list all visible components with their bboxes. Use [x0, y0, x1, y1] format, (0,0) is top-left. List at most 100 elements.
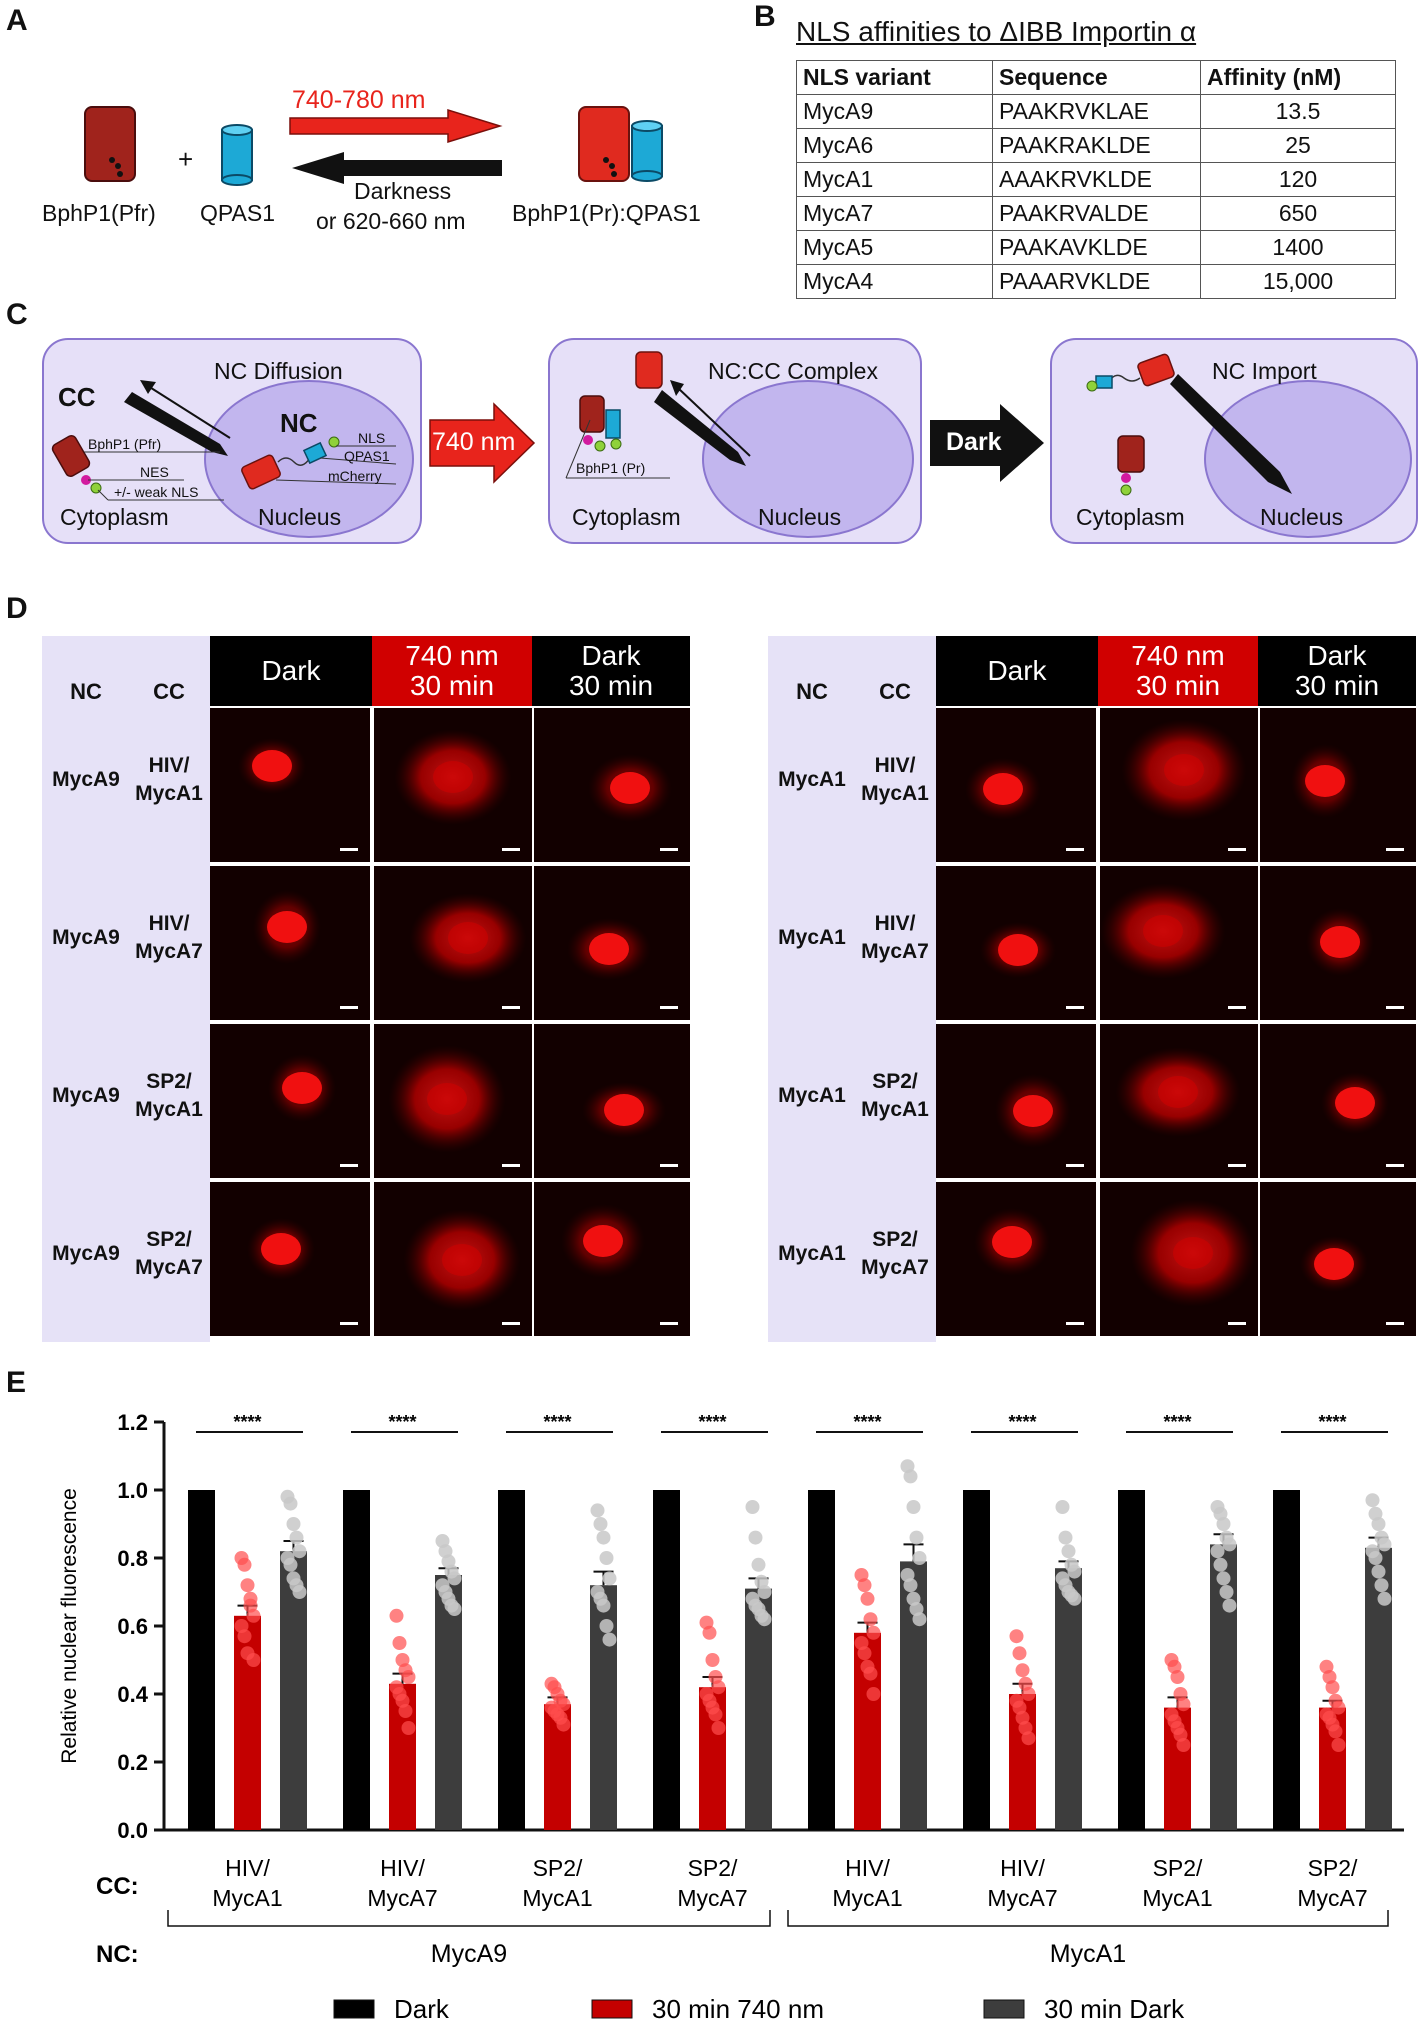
header-dark: Dark	[210, 636, 372, 706]
forward-arrow-icon	[289, 108, 503, 144]
data-point-dark30	[289, 1530, 304, 1545]
category-label-line1: HIV/	[1000, 1855, 1045, 1881]
data-point-740nm	[237, 1629, 252, 1644]
data-point-740nm	[705, 1653, 720, 1667]
header-740-line1: 740 nm	[1131, 640, 1225, 671]
bar-dark	[1118, 1490, 1145, 1830]
microscopy-image	[1100, 1024, 1258, 1178]
data-point-dark30	[590, 1503, 605, 1518]
row-nc-label: MycA9	[52, 1242, 120, 1265]
legend-swatch	[983, 1999, 1025, 2019]
row-cc-label: SP2/MycA1	[128, 1068, 210, 1124]
category-label-line2: MycA7	[987, 1885, 1057, 1911]
data-point-740nm	[708, 1707, 723, 1722]
y-axis-label: Relative nuclear fluorescence	[58, 1488, 81, 1763]
y-tick-label: 0.4	[117, 1682, 148, 1707]
data-point-740nm	[1176, 1738, 1191, 1752]
significance-stars: ****	[853, 1412, 881, 1432]
y-tick-label: 0.0	[117, 1818, 148, 1843]
data-point-dark30	[1377, 1591, 1392, 1606]
category-label-line2: MycA1	[1142, 1885, 1212, 1911]
row-cc-line2: MycA7	[861, 940, 929, 963]
cell-variant: MycA5	[796, 230, 993, 265]
bphp1-pr-shape	[578, 106, 630, 182]
header-dark30-line2: 30 min	[568, 670, 654, 701]
row-cc-label: HIV/MycA7	[854, 910, 936, 966]
nc-group-label: MycA9	[431, 1940, 507, 1968]
significance-stars: ****	[543, 1412, 571, 1432]
nes-label: NES	[140, 464, 169, 480]
microscopy-image	[534, 708, 690, 862]
row-cc-line2: MycA7	[135, 940, 203, 963]
cc-axis-label: CC:	[96, 1873, 139, 1900]
cell-diagram-complex: NC:CC Complex BphP1 (Pr) Cytoplasm Nucle…	[548, 338, 922, 544]
row-cc-line2: MycA1	[861, 782, 929, 805]
data-point-dark30	[1058, 1530, 1073, 1545]
data-point-dark30	[1368, 1551, 1383, 1565]
chromophore-icon	[109, 157, 123, 177]
row-cc-line1: SP2/	[146, 1070, 192, 1093]
cell-sequence: PAAKRAKLDE	[992, 128, 1201, 163]
header-nls-variant: NLS variant	[796, 60, 993, 95]
significance-stars: ****	[233, 1412, 261, 1432]
data-point-740nm	[1331, 1700, 1346, 1715]
y-tick-label: 0.8	[117, 1546, 148, 1571]
data-point-740nm	[702, 1625, 717, 1640]
bphp1-pr-small-label: BphP1 (Pr)	[576, 460, 646, 476]
microscopy-image	[936, 708, 1096, 862]
data-point-740nm	[1328, 1724, 1343, 1739]
data-point-740nm	[392, 1636, 407, 1650]
dark-arrow-icon	[930, 404, 1044, 482]
data-point-dark30	[599, 1551, 614, 1565]
data-point-dark30	[903, 1469, 918, 1484]
header-sequence: Sequence	[992, 60, 1201, 95]
panel-label-c: C	[6, 298, 28, 331]
cell-sequence: AAAKRVKLDE	[992, 162, 1201, 197]
cell-sequence: PAAKRVKLAE	[992, 94, 1201, 129]
cell-sequence: PAAKRVALDE	[992, 196, 1201, 231]
legend-label: 30 min Dark	[1044, 1994, 1185, 2024]
cell-variant: MycA1	[796, 162, 993, 197]
data-point-dark30	[1374, 1578, 1389, 1593]
row-cc-line1: HIV/	[148, 754, 190, 777]
y-tick-label: 1.0	[117, 1478, 148, 1503]
data-point-dark30	[602, 1632, 617, 1647]
category-label-line1: SP2/	[688, 1855, 738, 1881]
microscopy-image	[374, 708, 532, 862]
data-point-dark30	[1371, 1564, 1386, 1579]
category-label-line2: MycA7	[1297, 1885, 1367, 1911]
data-point-dark30	[1210, 1544, 1225, 1559]
bar-dark30	[745, 1588, 772, 1830]
row-label-column	[768, 636, 936, 1342]
nls-affinity-table: NLS variant Sequence Affinity (nM) MycA9…	[796, 60, 1396, 299]
microscopy-image	[1100, 1182, 1258, 1336]
microscopy-image	[374, 1182, 532, 1336]
microscopy-image	[534, 866, 690, 1020]
nc-label: NC	[280, 408, 318, 438]
import-arrow-icon	[1086, 353, 1292, 496]
cell-affinity: 25	[1200, 128, 1396, 163]
data-point-dark30	[599, 1619, 614, 1633]
cell-diagram-diffusion: NC Diffusion CC NC BphP1 (Pfr) NES +/- w…	[42, 338, 422, 544]
row-cc-label: SP2/MycA7	[128, 1226, 210, 1282]
data-point-740nm	[711, 1680, 726, 1695]
data-point-dark30	[1222, 1537, 1237, 1552]
data-point-dark30	[447, 1602, 462, 1616]
microscopy-image	[1260, 866, 1416, 1020]
row-cc-line2: MycA1	[135, 1098, 203, 1121]
data-point-dark30	[596, 1598, 611, 1613]
data-point-dark30	[593, 1517, 608, 1531]
category-label-line2: MycA7	[367, 1885, 437, 1911]
microscopy-image	[210, 866, 370, 1020]
significance-stars: ****	[698, 1412, 726, 1432]
nucleus-shape	[1204, 380, 1412, 538]
nls-small-label: NLS	[358, 430, 386, 446]
bar-dark	[808, 1490, 835, 1830]
cell-variant: MycA6	[796, 128, 993, 163]
legend-label: Dark	[394, 1994, 450, 2024]
cell-affinity: 15,000	[1200, 264, 1396, 299]
